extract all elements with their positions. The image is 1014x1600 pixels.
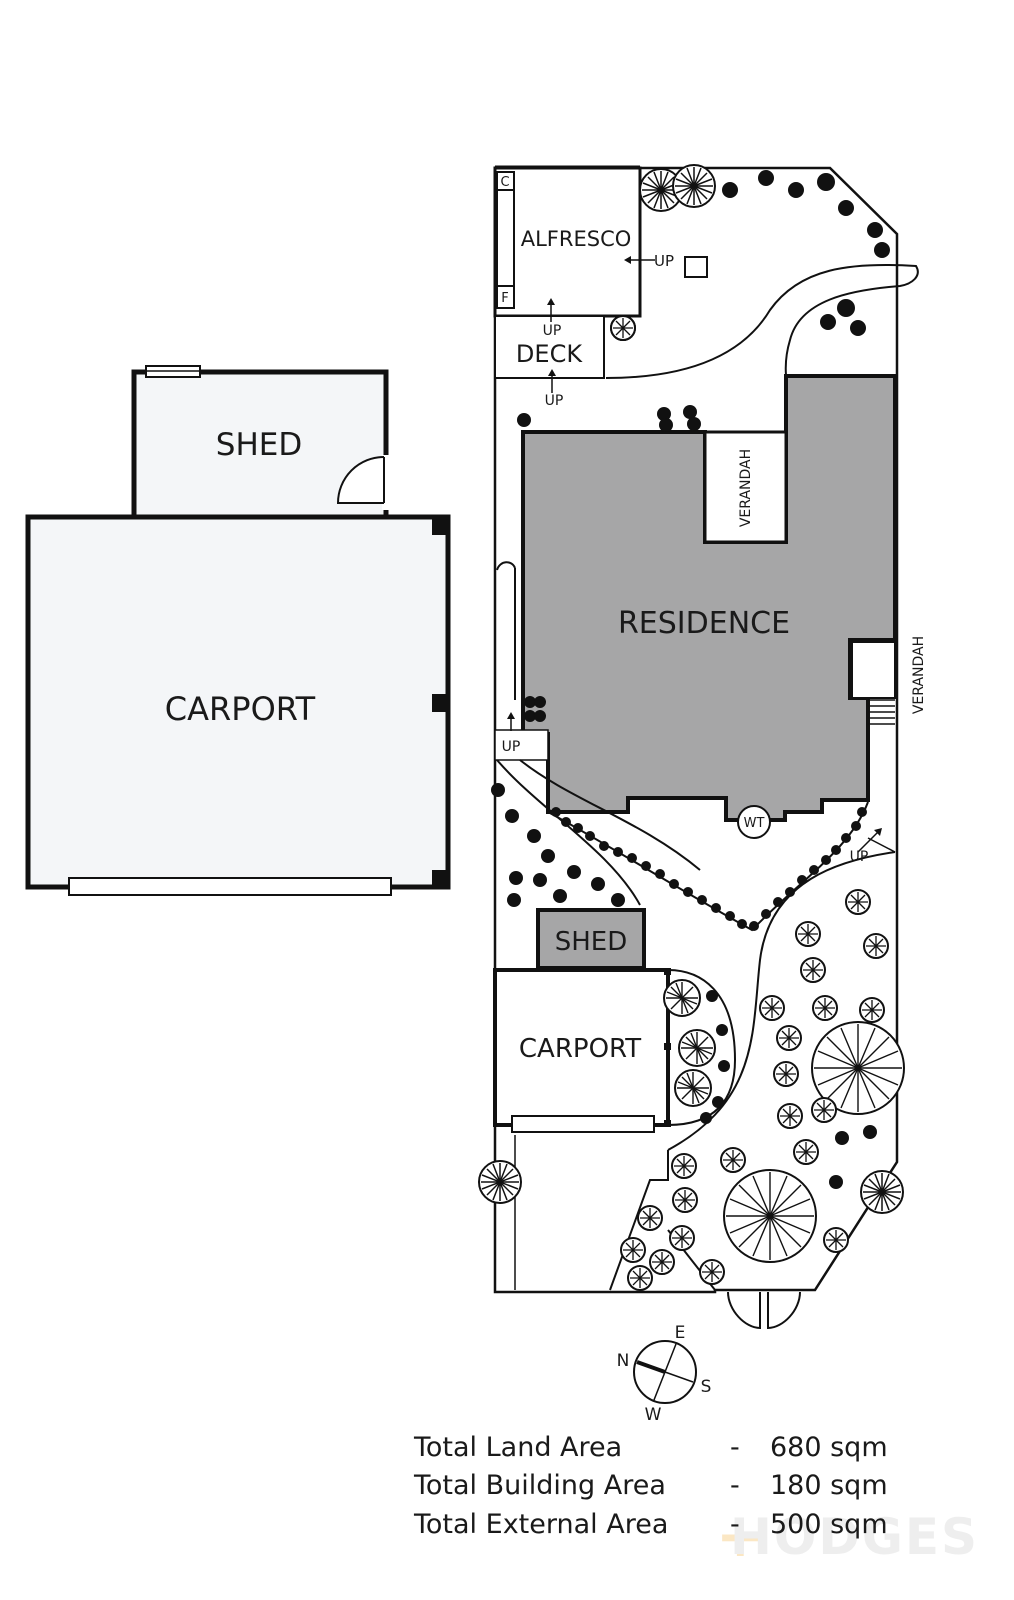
area-value: 180 sqm bbox=[770, 1470, 888, 1501]
site-shed-label: SHED bbox=[555, 927, 628, 957]
residence: VERANDAH RESIDENCE VERANDAH WT bbox=[521, 374, 927, 839]
water-tank-label: WT bbox=[744, 816, 765, 831]
verandah-side-label: VERANDAH bbox=[911, 636, 927, 714]
area-name: Total External Area bbox=[414, 1509, 669, 1540]
alfresco-f-label: F bbox=[501, 291, 508, 306]
compass-w: W bbox=[645, 1405, 662, 1425]
watermark: HODGES bbox=[730, 1508, 980, 1566]
residence-label: RESIDENCE bbox=[618, 606, 790, 641]
area-dash: - bbox=[730, 1509, 740, 1540]
front-gate bbox=[727, 1291, 801, 1330]
side-path: UP bbox=[494, 561, 701, 906]
alfresco-c-label: C bbox=[500, 175, 509, 190]
area-value: 680 sqm bbox=[770, 1432, 888, 1463]
compass-s: S bbox=[701, 1377, 712, 1397]
area-name: Total Building Area bbox=[414, 1470, 666, 1501]
compass-e: E bbox=[675, 1323, 686, 1343]
side-up-label: UP bbox=[502, 739, 521, 755]
area-dash: - bbox=[730, 1432, 740, 1463]
outbuilding-shed-label: SHED bbox=[216, 427, 302, 463]
area-name: Total Land Area bbox=[414, 1432, 623, 1463]
compass: N E S W bbox=[617, 1323, 712, 1425]
site-carport: CARPORT bbox=[493, 968, 671, 1133]
alfresco-up-label: UP bbox=[654, 252, 674, 270]
alfresco-label: ALFRESCO bbox=[521, 227, 632, 251]
site-carport-label: CARPORT bbox=[519, 1034, 641, 1064]
shrubs bbox=[491, 170, 890, 1189]
site-shed: SHED bbox=[536, 908, 646, 970]
area-value: 500 sqm bbox=[770, 1509, 888, 1540]
compass-n: N bbox=[617, 1351, 630, 1371]
deck-up-label: UP bbox=[543, 323, 562, 339]
outbuilding-shed bbox=[131, 369, 389, 520]
verandah-top-label: VERANDAH bbox=[738, 449, 754, 527]
alfresco: C F ALFRESCO UP bbox=[493, 166, 708, 318]
area-dash: - bbox=[730, 1470, 740, 1501]
deck-up-label-2: UP bbox=[545, 393, 564, 409]
deck-label: DECK bbox=[516, 340, 583, 368]
outbuilding-carport-label: CARPORT bbox=[165, 690, 316, 728]
outbuilding-enlarged: SHED CARPORT bbox=[25, 365, 451, 896]
deck: UP DECK UP bbox=[494, 298, 605, 409]
watermark-plus-icon: + bbox=[716, 1502, 765, 1570]
